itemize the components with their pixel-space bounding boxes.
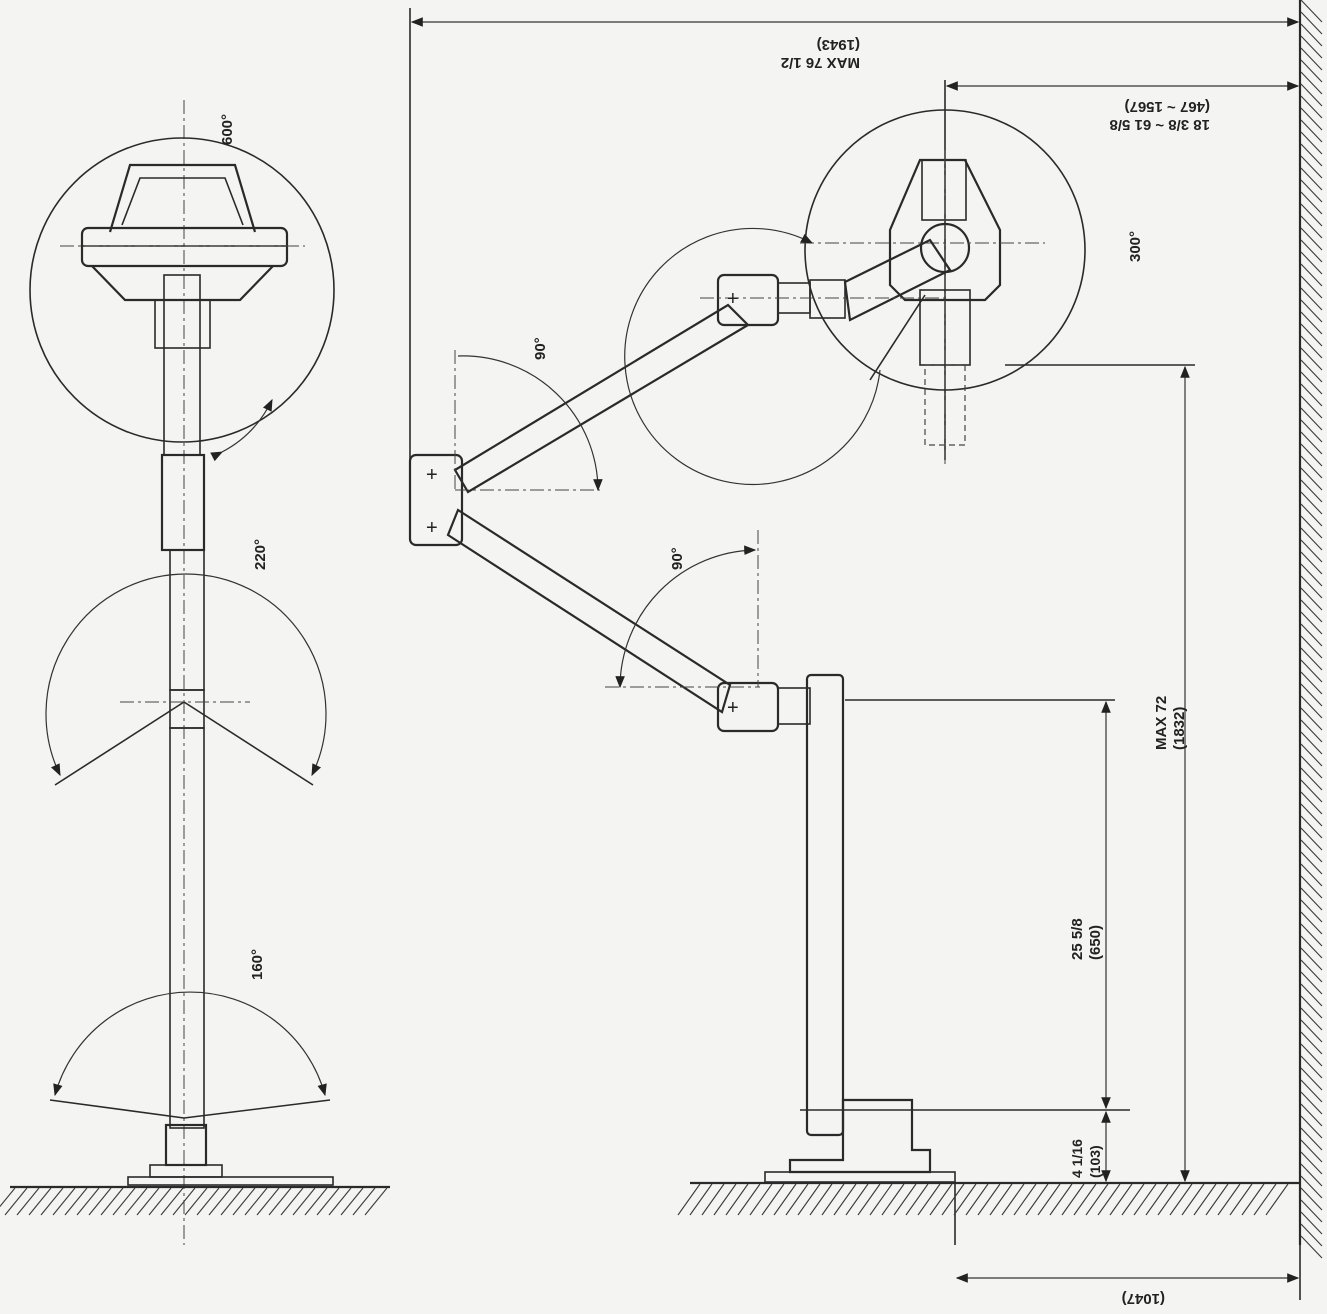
front-column — [127, 274, 334, 1186]
lower-arm: + — [446, 508, 811, 733]
head-rotation-circle — [29, 137, 335, 443]
svg-text:+: + — [727, 288, 739, 310]
svg-text:+: + — [426, 464, 438, 486]
dim-post-height-label: 25 5/8 — [1069, 918, 1086, 960]
arc-220 — [45, 573, 327, 777]
dim-head-offset-mm: (467 ~ 1567) — [1125, 98, 1210, 115]
svg-text:+: + — [426, 517, 438, 539]
angle-label-mid: 220° — [252, 539, 269, 570]
arc-160 — [53, 991, 327, 1097]
front-view: 600° 220° 160° — [0, 100, 390, 1245]
upper-arm: + — [453, 238, 952, 494]
svg-text:+: + — [727, 697, 739, 719]
arc-300 — [624, 227, 881, 486]
dim-head-offset-label: 18 3/8 ~ 61 5/8 — [1109, 116, 1210, 133]
angle-label-300: 300° — [1127, 231, 1144, 262]
angle-label-lower: 90° — [669, 547, 686, 570]
dim-max-reach-mm: (1943) — [817, 36, 860, 53]
lamp-head-side — [624, 109, 1086, 486]
arc-90-upper — [457, 355, 603, 492]
dim-base-height-label: 4 1/16 — [1069, 1139, 1085, 1178]
dim-post-height-mm: (650) — [1087, 925, 1104, 960]
rotation-arrow — [210, 398, 273, 462]
dim-bottom-span-mm: (1047) — [1122, 1290, 1165, 1307]
dim-max-reach-label: MAX 76 1/2 — [781, 54, 860, 71]
post-base — [764, 364, 1195, 1183]
lamp-head-front — [60, 163, 305, 349]
angle-label-low: 160° — [249, 949, 266, 980]
arc-90-lower — [615, 545, 757, 689]
angle-label-top: 600° — [219, 114, 236, 145]
side-view: MAX 76 1/2 (1943) 18 3/8 ~ 61 5/8 (467 ~… — [408, 0, 1323, 1307]
elbow-joint: + + — [408, 350, 600, 547]
dim-base-height-mm: (103) — [1087, 1145, 1103, 1178]
dim-max-height-label: MAX 72 — [1153, 696, 1170, 750]
angle-label-upper: 90° — [532, 337, 549, 360]
dim-max-height-mm: (1832) — [1171, 707, 1188, 750]
